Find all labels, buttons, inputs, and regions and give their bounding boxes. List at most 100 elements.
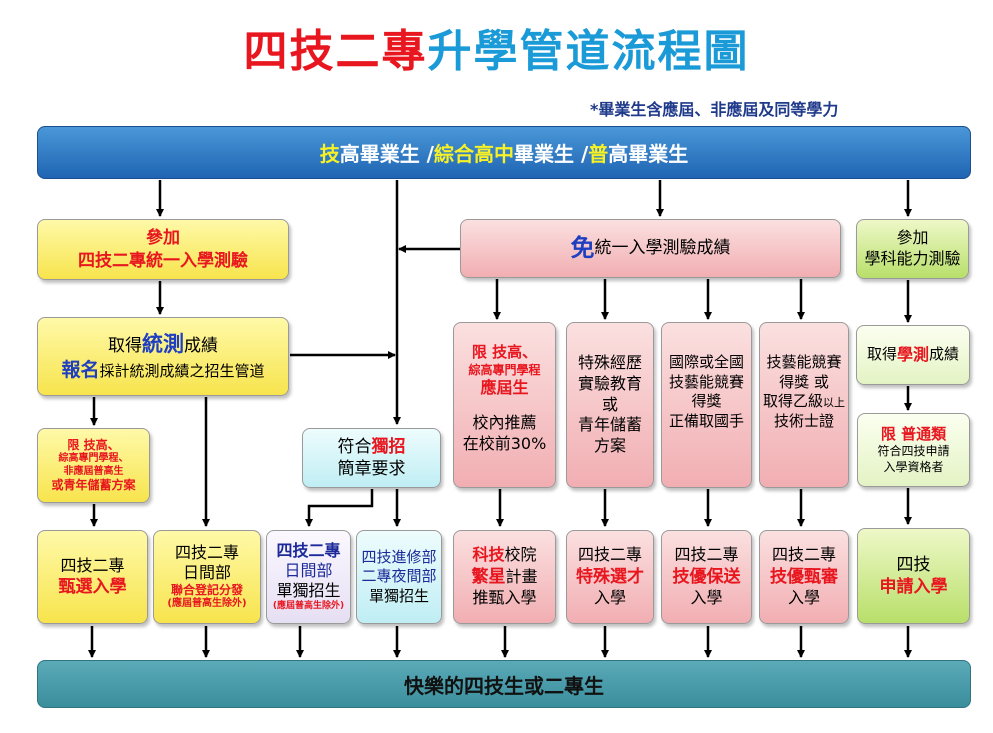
gsat-score-highlight: 學測: [896, 344, 929, 364]
outcome-line: 推甄入學: [472, 588, 537, 608]
limit2-line: 限 普通類: [880, 424, 947, 443]
register-text: 採計統測成績之招生管道: [99, 361, 265, 380]
skill-line: 取得乙級: [762, 392, 823, 410]
outcome-day-independent: 四技二專 日間部 單獨招生 (應屆普高生除外): [266, 530, 351, 624]
gsat-box-line1: 參加: [896, 228, 929, 248]
title-part2: 升學管道流程圖: [427, 26, 750, 77]
outcome-line: 四技二專: [276, 541, 341, 561]
bottom-bar-result: 快樂的四技生或二專生: [37, 660, 971, 708]
outcome-line: 計畫: [505, 566, 538, 586]
exam-box-line1: 參加: [146, 228, 180, 249]
limit1-line: 綜高專門學程、: [58, 453, 129, 464]
special-line: 特殊經歷: [577, 353, 642, 372]
gsat-score-text: 成績: [929, 345, 960, 364]
exempt-box: 免統一入學測驗成績: [460, 219, 841, 278]
outcome-special-talent: 四技二專 特殊選才 入學: [566, 530, 654, 624]
gsat-box-line2: 學科能力測驗: [864, 249, 961, 268]
outcome-highlight: 科技: [472, 545, 505, 565]
top-bar-text: 畢業生: [628, 142, 689, 166]
rec-line: 應屆生: [480, 378, 529, 398]
register-highlight: 報名: [61, 358, 100, 381]
indep-text: 符合: [337, 436, 372, 457]
outcome-joint-distribution: 四技二專 日間部 聯合登記分發 (應屆普高生除外): [153, 530, 261, 624]
outcome-line: 校院: [504, 545, 537, 565]
outcome-highlight: 技優甄審: [770, 566, 838, 587]
gsat-score-text: 取得: [866, 345, 897, 364]
outcome-star-plan: 科技校院 繁星計畫 推甄入學: [453, 530, 556, 624]
special-criteria-box: 特殊經歷 實驗教育 或 青年儲蓄 方案: [566, 322, 654, 488]
rec-line: 在校前30%: [462, 433, 547, 453]
page-title: 四技二專升學管道流程圖: [0, 24, 993, 80]
outcome-note: (應屆普高生除外): [167, 598, 247, 610]
intl-line: 技藝能競賽: [668, 372, 744, 391]
outcome-skill-guarantee: 四技二專 技優保送 入學: [661, 530, 752, 624]
limit2-line: 入學資格者: [883, 459, 944, 474]
outcome-highlight: 申請入學: [879, 577, 948, 597]
recommend-criteria-box: 限 技高、 綜高專門學程 應屆生 校內推薦 在校前30%: [453, 322, 556, 488]
indep-highlight: 獨招: [371, 436, 406, 457]
gsat-box: 參加 學科能力測驗: [856, 219, 969, 279]
outcome-line: 四技: [896, 554, 931, 575]
top-bar-text: 普: [588, 142, 609, 166]
note-text: *畢業生含應屆、非應屆及同等學力: [590, 100, 839, 119]
outcome-line: 二專夜間部: [361, 567, 437, 586]
outcome-line: 四技進修部: [361, 547, 437, 566]
outcome-selection: 四技二專 甄選入學: [37, 530, 148, 624]
title-part1: 四技二專: [243, 26, 428, 77]
outcome-line: 單獨招生: [368, 586, 429, 605]
top-bar-graduates: 技高畢業生 /綜合高中畢業生 /普高畢業生: [37, 126, 971, 179]
rec-line: 限 技高、: [471, 343, 538, 361]
outcome-line: 四技二專: [577, 545, 642, 565]
outcome-night-independent: 四技進修部 二專夜間部 單獨招生: [356, 530, 442, 624]
outcome-application: 四技 申請入學: [857, 528, 970, 624]
top-bar-text: 綜合高中: [434, 142, 514, 166]
limit-general-box: 限 普通類 符合四技申請 入學資格者: [857, 413, 970, 487]
outcome-highlight: 聯合登記分發: [170, 583, 243, 598]
score-text: 取得: [108, 335, 142, 356]
outcome-highlight: 繁星: [471, 566, 506, 587]
outcome-skill-review: 四技二專 技優甄審 入學: [759, 530, 849, 624]
outcome-line: 單獨招生: [276, 581, 341, 601]
rec-line: 校內推薦: [472, 412, 537, 432]
score-text: 成績: [184, 335, 218, 356]
exam-box: 參加 四技二專統一入學測驗: [37, 219, 289, 280]
outcome-line: 四技二專: [674, 545, 739, 565]
outcome-line: 入學: [787, 588, 820, 608]
skill-line-small: 以上: [823, 396, 845, 409]
exempt-highlight: 免: [570, 233, 595, 262]
skill-line: 得獎 或: [779, 372, 829, 391]
intl-criteria-box: 國際或全國 技藝能競賽 得獎 正備取國手: [661, 322, 752, 488]
special-line: 或: [601, 394, 618, 414]
skill-line: 技藝能競賽: [766, 353, 842, 371]
special-line: 方案: [593, 436, 626, 456]
top-bar-text: 畢業生 /: [514, 142, 589, 166]
limit1-line: 非應屆普高生: [63, 465, 124, 477]
outcome-line: 入學: [690, 588, 723, 608]
limit-vocational-box: 限 技高、 綜高專門學程、 非應屆普高生 或青年儲蓄方案: [37, 428, 150, 503]
intl-line: 國際或全國: [668, 353, 744, 371]
exam-box-line2: 四技二專統一入學測驗: [78, 250, 248, 271]
outcome-note: (應屆普高生除外): [272, 601, 345, 612]
outcome-highlight: 技優保送: [672, 566, 741, 587]
outcome-line: 日間部: [284, 561, 333, 581]
outcome-highlight: 特殊選才: [576, 566, 644, 587]
limit1-line: 或青年儲蓄方案: [51, 478, 136, 492]
intl-line: 得獎: [691, 392, 722, 410]
skill-criteria-box: 技藝能競賽 得獎 或 取得乙級以上 技術士證: [759, 322, 849, 488]
top-bar-text: 高: [608, 142, 629, 166]
special-line: 實驗教育: [577, 373, 642, 393]
top-bar-text: 高: [339, 142, 360, 166]
independent-requirement-box: 符合獨招 簡章要求: [302, 428, 441, 488]
outcome-line: 四技二專: [771, 545, 836, 565]
outcome-line: 日間部: [182, 563, 231, 583]
indep-text: 簡章要求: [337, 459, 406, 479]
top-bar-text: 畢業生 /: [359, 142, 434, 166]
rec-line: 綜高專門學程: [468, 362, 541, 377]
outcome-line: 四技二專: [60, 555, 125, 575]
special-line: 青年儲蓄: [577, 415, 642, 435]
outcome-highlight: 甄選入學: [58, 577, 127, 598]
score-highlight: 統測: [142, 331, 184, 356]
intl-line: 正備取國手: [668, 411, 744, 430]
outcome-line: 入學: [593, 588, 626, 608]
